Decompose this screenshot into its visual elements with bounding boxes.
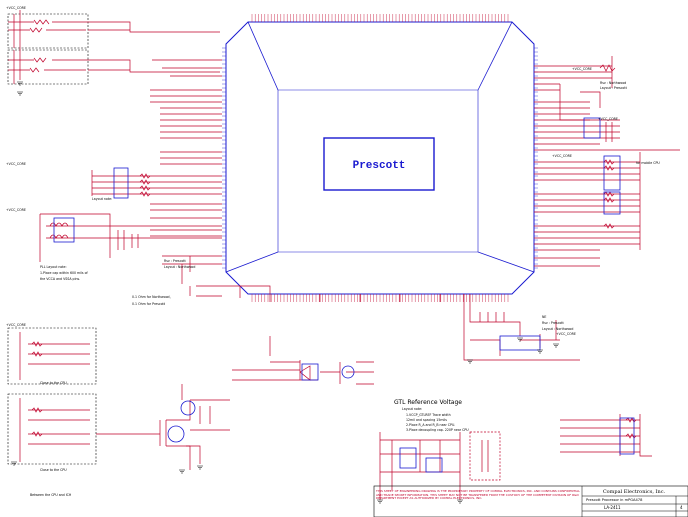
sheet-title: Prescott Processor in mPGA478 (586, 498, 643, 502)
ground-symbol (17, 91, 23, 96)
power-net-left-low: +VCC_CORE (6, 208, 26, 212)
gtl-line-1: Layout note: (402, 407, 422, 411)
close-cpu-2: Close to the CPU (40, 468, 67, 472)
disclaimer: THIS SHEET OF ENGINEERING DRAWING IS THE… (376, 490, 580, 501)
doc-number: LA-2411 (604, 505, 621, 510)
chip-name-box (323, 137, 435, 191)
for-mobile-note: for mobile CPU (636, 161, 660, 165)
mid-ne-2: Rsv : Prescott (542, 321, 565, 325)
mid-ne-3: Layout : Northwood (542, 327, 573, 331)
power-net-left-mid: +VCC_CORE (6, 162, 26, 166)
ground-symbol (17, 81, 23, 86)
power-net-right-top-mid: +VCC_CORE (598, 117, 618, 121)
gtl-line-3: 12mil and spacing 15mils (406, 418, 447, 422)
cpu-chip: Prescott (222, 14, 538, 302)
ground-symbol (179, 469, 185, 474)
ground-symbols (11, 81, 559, 504)
pll-note-2: 1.Place cap within 600 mils of (40, 271, 89, 275)
pll-note-1: PLL Layout note: (40, 265, 67, 269)
pll-note-3: the VCCA and VSSA pins. (40, 277, 80, 281)
power-net-top-right: +VCC_CORE (572, 67, 592, 71)
mid-ne: NE (542, 315, 546, 319)
close-cpu-1: Close to the CPU (40, 381, 67, 385)
labels: +VCC_CORE +VCC_CORE +VCC_CORE +VCC_CORE … (6, 6, 660, 497)
power-net-top-left: +VCC_CORE (6, 6, 26, 10)
gtl-line-5: 3.Place decoupling cap. 220P near CPU (406, 428, 469, 432)
ver-note-1: 0.1 Ohm for Northwood, (132, 295, 171, 299)
ground-symbol (537, 349, 543, 354)
wire-traces (7, 10, 680, 500)
chip-name: Prescott (353, 160, 406, 172)
sheet-number: 4 (680, 505, 683, 510)
between-note: Between the CPU and ICH (30, 493, 72, 497)
power-net-bottom-left: +VCC_CORE (6, 323, 26, 327)
ground-symbol (377, 499, 383, 504)
gtl-line-2: 1.VCCP_GTLREF Trace width (406, 413, 451, 417)
gtl-line-4: 2.Place R_A and R_B near CPU. (406, 423, 455, 427)
power-net-right-mid: +VCC_CORE (552, 154, 572, 158)
ground-symbol (457, 499, 463, 504)
title-block: Compal Electronics, Inc. Prescott Proces… (373, 485, 688, 517)
layout-note: Layout note: (92, 197, 112, 201)
rsvd-mid-2: Layout : Northwood (164, 265, 195, 269)
power-net-right-bottom: +VCC_CORE (556, 332, 576, 336)
ground-symbol (517, 337, 523, 342)
ground-symbol (553, 343, 559, 348)
ground-symbol (11, 461, 17, 466)
rsvd-top-2: Layout : Prescott (600, 86, 628, 90)
ver-note-2: 0.1 Ohm for Prescott (132, 302, 166, 306)
components (53, 117, 635, 473)
rsvd-top: Rsv : Northwood (600, 81, 626, 85)
ground-symbol (197, 465, 203, 470)
ground-symbol (467, 359, 473, 364)
rsvd-mid: Rsv : Prescott (164, 259, 187, 263)
company-name: Compal Electronics, Inc. (603, 489, 666, 495)
gtl-title: GTL Reference Voltage (394, 399, 462, 406)
